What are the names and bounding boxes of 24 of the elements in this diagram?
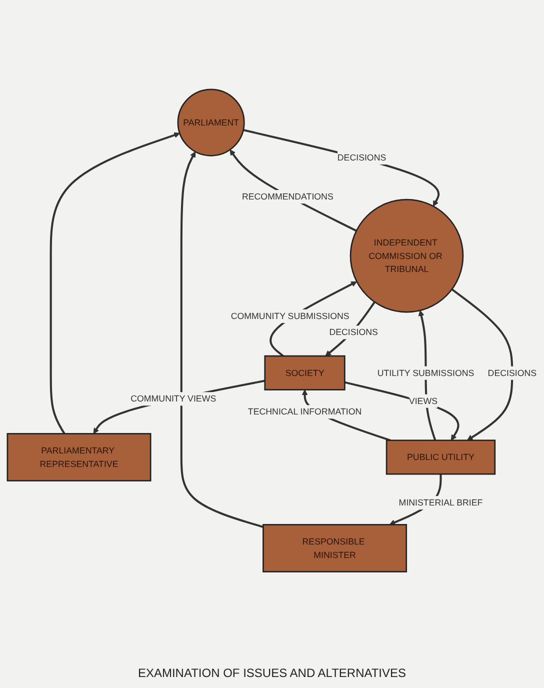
node-box: PUBLIC UTILITY [386,440,496,476]
node-circle: PARLIAMENT [177,89,245,157]
node-box: RESPONSIBLE MINISTER [262,524,408,573]
edge-label: COMMUNITY SUBMISSIONS [230,311,350,322]
edge-label: DECISIONS [488,368,537,378]
note-text: EXAMINATION OF ISSUES AND ALTERNATIVES [138,666,406,680]
arrow [180,152,264,528]
edge-label: VIEWS [408,396,438,406]
arrow [93,380,266,434]
edge-label: UTILITY SUBMISSIONS [377,368,474,378]
edge-label: DECISIONS [337,152,386,163]
arrow [50,132,180,435]
edge-label: COMMUNITY VIEWS [130,394,216,404]
edge-label: DECISIONS [329,327,378,338]
arrow [243,129,440,207]
arrow [230,150,357,232]
edge-label: TECHNICAL INFORMATION [248,406,362,418]
edge-label: RECOMMENDATIONS [242,192,334,202]
node-box: PARLIAMENTARY REPRESENTATIVE [6,433,152,482]
edge-label: MINISTERIAL BRIEF [398,498,483,508]
arrow [451,288,514,442]
node-box: SOCIETY [264,356,346,391]
node-circle: INDEPENDENT COMMISSION OR TRIBUNAL [350,199,464,314]
arrow [344,382,460,442]
